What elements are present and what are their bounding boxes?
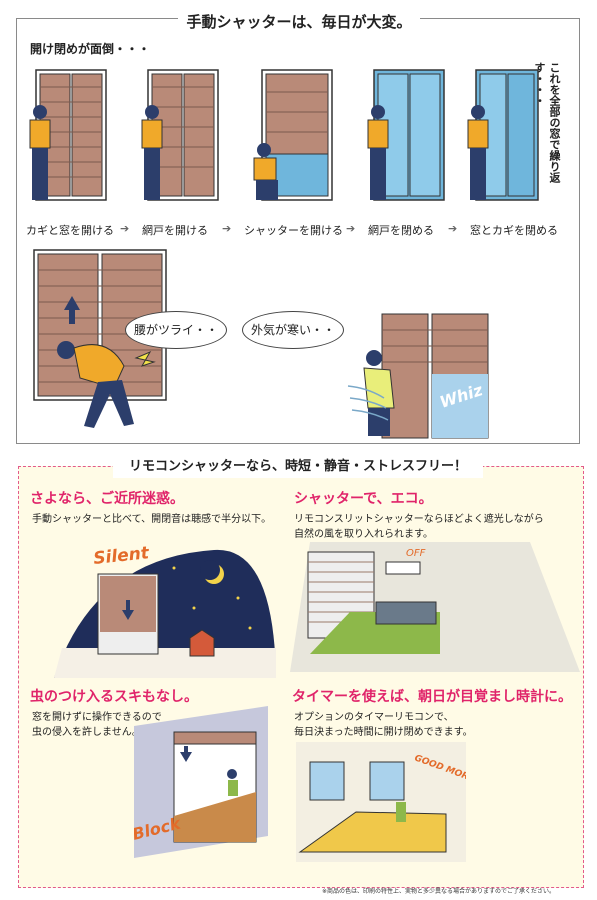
- feature-heading-eco: シャッターで、エコ。: [294, 491, 433, 507]
- silent-night-illustration: Silent: [54, 543, 276, 678]
- morning-bedroom-illustration: GOOD MORNING: [296, 742, 466, 862]
- step-arrow-icon: ➔: [448, 222, 458, 235]
- feature-heading-silent: さよなら、ご近所迷惑。: [30, 491, 184, 507]
- cold-window: Whiz: [347, 313, 489, 439]
- feature-body-insects: 窓を開けずに操作できるので 虫の侵入を許しません。: [32, 712, 162, 738]
- steps-illustration: [29, 69, 539, 201]
- off-text: OFF: [406, 548, 426, 559]
- step-arrow-icon: ➔: [222, 222, 232, 235]
- step-4-window-illustration: [367, 69, 445, 201]
- feature-heading-timer: タイマーを使えば、朝日が目覚まし時計に。: [292, 689, 572, 705]
- step-label-2: 網戸を開ける: [142, 224, 208, 237]
- step-3-window-illustration: [253, 69, 333, 201]
- step-1-window-illustration: [29, 69, 107, 201]
- step-label-4: 網戸を閉める: [368, 224, 434, 237]
- top-panel-subtitle: 開け閉めが面倒・・・: [30, 42, 151, 56]
- feature-body-timer: オプションのタイマーリモコンで、 毎日決まった時間に開け閉めできます。: [294, 712, 473, 738]
- step-2-window-illustration: [141, 69, 219, 201]
- eco-room-illustration: OFF: [290, 542, 580, 672]
- top-panel-title: 手動シャッターは、毎日が大変。: [178, 11, 420, 33]
- bottom-panel-title: リモコンシャッターなら、時短・静音・ストレスフリー！: [113, 456, 483, 478]
- repeat-note: これを全部の窓で繰り返す・・・: [533, 62, 561, 183]
- step-label-3: シャッターを開ける: [244, 224, 343, 237]
- struggle-scene-illustration: Whiz: [33, 249, 489, 439]
- feature-heading-insects: 虫のつけ入るスキもなし。: [30, 689, 198, 705]
- crouching-person: [57, 341, 156, 428]
- insect-block-illustration: Block: [134, 706, 268, 858]
- step-5-window-illustration: [467, 69, 539, 201]
- silent-text: Silent: [92, 543, 150, 569]
- speech-bubble-back-pain: 腰がツライ・・: [125, 311, 227, 349]
- step-arrow-icon: ➔: [120, 222, 130, 235]
- feature-body-eco: リモコンスリットシャッターならほどよく遮光しながら 自然の風を取り入れられます。: [294, 514, 544, 540]
- step-arrow-icon: ➔: [346, 222, 356, 235]
- step-label-5: 窓とカギを閉める: [470, 224, 558, 237]
- feature-body-silent: 手動シャッターと比べて、開閉音は聴感で半分以下。: [32, 514, 272, 525]
- speech-bubble-cold-air: 外気が寒い・・: [242, 311, 344, 349]
- step-label-1: カギと窓を開ける: [26, 224, 114, 237]
- color-disclaimer-footnote: ※商品の色は、印刷の特性上、実物と多少異なる場合がありますのでご了承ください。: [322, 888, 556, 895]
